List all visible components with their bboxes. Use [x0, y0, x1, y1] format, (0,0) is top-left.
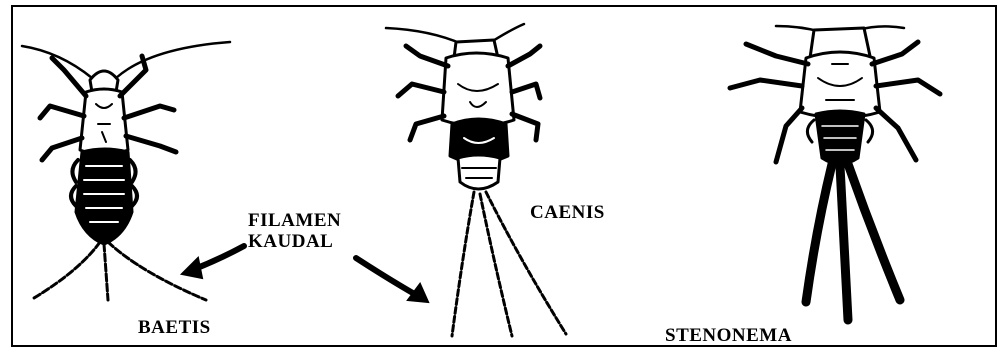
caudal-filament-label-line2: KAUDAL	[248, 231, 341, 252]
arrow-to-caenis-filament	[356, 258, 428, 302]
caenis-nymph-drawing	[386, 24, 566, 336]
stenonema-label: STENONEMA	[665, 326, 792, 345]
caudal-filament-label-line1: FILAMEN	[248, 210, 341, 231]
baetis-label: BAETIS	[138, 318, 211, 337]
caudal-filament-label: FILAMEN KAUDAL	[248, 210, 341, 252]
stenonema-nymph-drawing	[730, 26, 940, 320]
caenis-label: CAENIS	[530, 203, 605, 222]
arrow-to-baetis-filament	[182, 246, 244, 278]
